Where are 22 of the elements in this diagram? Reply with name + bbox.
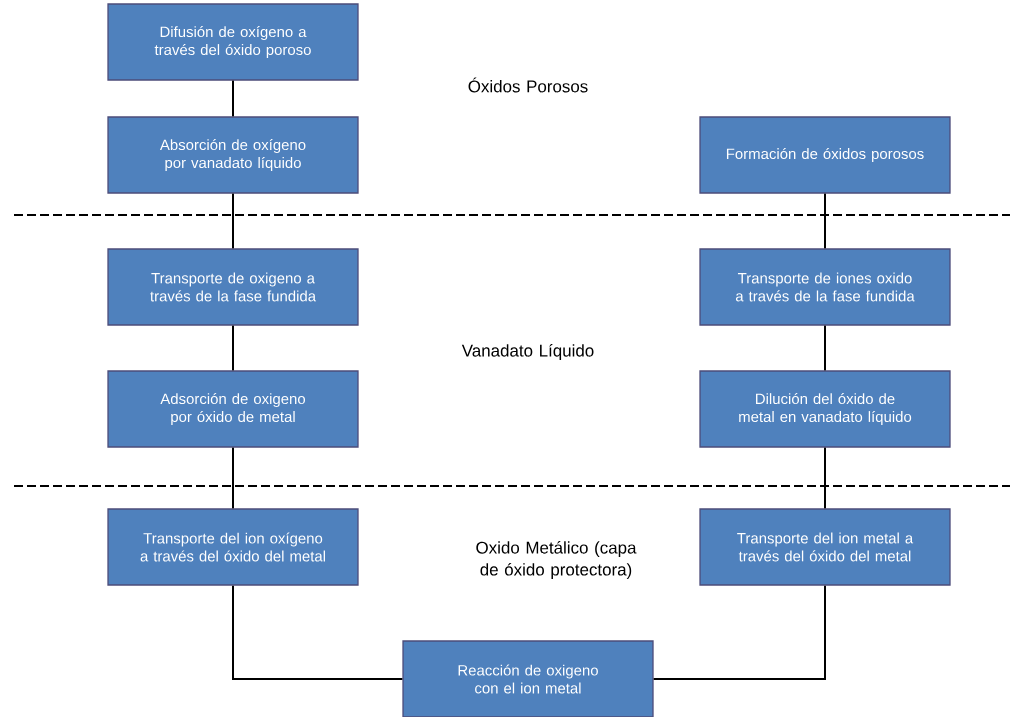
connector-line	[652, 584, 826, 680]
process-box: Transporte del ion oxígeno a través del óxido del metal	[107, 508, 359, 586]
connector-line	[232, 446, 234, 510]
process-box: Adsorción de oxigeno por óxido de metal	[107, 370, 359, 448]
section-label: Vanadato Líquido	[461, 344, 594, 360]
connector-line	[232, 584, 404, 680]
process-box: Reacción de oxigeno con el ion metal	[402, 640, 654, 717]
process-box: Formación de óxidos porosos	[699, 116, 951, 194]
process-box: Difusión de oxígeno a través del óxido poroso	[107, 3, 359, 81]
process-box: Transporte de iones oxido a través de la fase fundida	[699, 248, 951, 326]
section-label: Oxido Metálico (capa de óxido protectora)	[476, 541, 637, 579]
process-box: Transporte del ion metal a través del óxido del metal	[699, 508, 951, 586]
connector-line	[232, 79, 234, 118]
connector-line	[824, 192, 826, 250]
section-label: Óxidos Porosos	[468, 77, 588, 93]
connector-line	[232, 324, 234, 372]
process-box: Dilución del óxido de metal en vanadato líquido	[699, 370, 951, 448]
process-box: Absorción de oxígeno por vanadato líquido	[107, 116, 359, 194]
connector-line	[232, 192, 234, 250]
connector-line	[824, 446, 826, 510]
connector-line	[824, 324, 826, 372]
process-box: Transporte de oxigeno a través de la fase fundida	[107, 248, 359, 326]
